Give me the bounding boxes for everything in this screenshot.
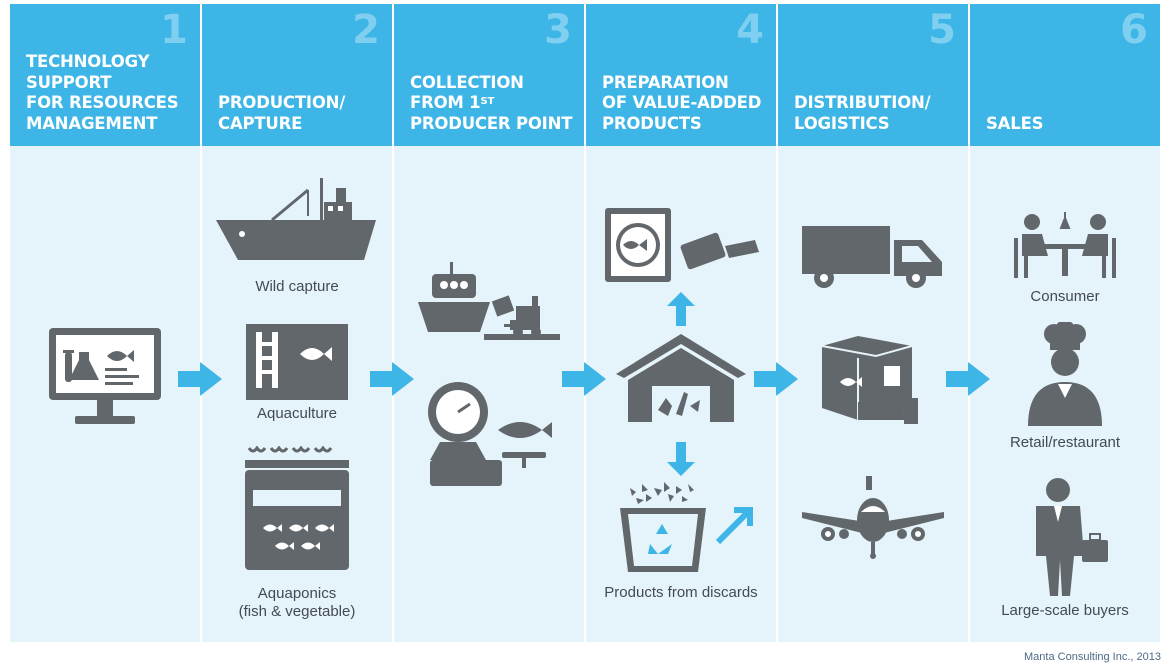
airplane-icon	[778, 476, 968, 560]
weighing-scale-icon	[394, 378, 584, 490]
consumer-label: Consumer	[1030, 288, 1100, 305]
stage-5-column: 5 DISTRIBUTION/ LOGISTICS	[778, 4, 968, 642]
delivery-truck-icon	[778, 220, 968, 292]
aquaponics-sublabel: (fish & vegetable)	[238, 603, 356, 620]
stage-1-number: 1	[160, 7, 188, 53]
arrow-down-icon	[586, 442, 776, 476]
stage-6-title: SALES	[986, 113, 1044, 133]
stage-3-header: 3 COLLECTION FROM 1ST PRODUCER POINT	[394, 4, 584, 146]
flow-arrow-4	[754, 362, 798, 396]
flow-arrow-1	[178, 362, 222, 396]
business-buyer-icon	[970, 476, 1160, 598]
fishing-ship-icon	[202, 176, 392, 268]
packaged-products-icon	[586, 202, 776, 286]
boat-and-forklift-icon	[394, 258, 584, 350]
aquaponics-label: Aquaponics	[257, 585, 337, 602]
stage-2-title: PRODUCTION/ CAPTURE	[218, 93, 346, 133]
stage-2-header: 2 PRODUCTION/ CAPTURE	[202, 4, 392, 146]
stage-3-column: 3 COLLECTION FROM 1ST PRODUCER POINT	[394, 4, 584, 642]
large-scale-buyers-label: Large-scale buyers	[1001, 602, 1129, 619]
value-chain-diagram: 1 TECHNOLOGY SUPPORT FOR RESOURCES MANAG…	[10, 4, 1161, 642]
stage-2-column: 2 PRODUCTION/ CAPTURE W	[202, 4, 392, 642]
stage-5-number: 5	[928, 7, 956, 53]
stage-5-header: 5 DISTRIBUTION/ LOGISTICS	[778, 4, 968, 146]
wild-capture-label: Wild capture	[255, 278, 339, 295]
stage-4-header: 4 PREPARATION OF VALUE-ADDED PRODUCTS	[586, 4, 776, 146]
chef-icon	[970, 322, 1160, 428]
package-box-icon	[778, 336, 968, 428]
aquaculture-tank-icon	[202, 322, 392, 404]
stage-1-title: TECHNOLOGY SUPPORT FOR RESOURCES MANAGEM…	[26, 52, 179, 133]
stage-4-column: 4 PREPARATION OF VALUE-ADDED PRODUCTS	[586, 4, 776, 642]
stage-4-number: 4	[736, 7, 764, 53]
recycle-bin-icon	[586, 482, 776, 574]
products-from-discards-label: Products from discards	[604, 584, 758, 601]
consumer-dining-icon	[970, 208, 1160, 280]
stage-4-title: PREPARATION OF VALUE-ADDED PRODUCTS	[602, 72, 762, 133]
stage-6-header: 6 SALES	[970, 4, 1160, 146]
aquaponics-tank-icon	[202, 446, 392, 576]
computer-monitor-icon	[10, 322, 200, 434]
flow-arrow-3	[562, 362, 606, 396]
stage-1-header: 1 TECHNOLOGY SUPPORT FOR RESOURCES MANAG…	[10, 4, 200, 146]
stage-3-title-superscript: ST	[480, 96, 495, 107]
retail-restaurant-label: Retail/restaurant	[1009, 434, 1121, 451]
stage-1-column: 1 TECHNOLOGY SUPPORT FOR RESOURCES MANAG…	[10, 4, 200, 642]
arrow-up-icon	[586, 292, 776, 326]
stage-6-number: 6	[1120, 7, 1148, 53]
stage-3-number: 3	[544, 7, 572, 53]
flow-arrow-5	[946, 362, 990, 396]
stage-5-title: DISTRIBUTION/ LOGISTICS	[794, 93, 931, 133]
stage-6-column: 6 SALES C	[970, 4, 1160, 642]
stage-2-number: 2	[352, 7, 380, 53]
stage-3-title: COLLECTION FROM 1ST PRODUCER POINT	[410, 72, 573, 133]
credit-text: Manta Consulting Inc., 2013	[1024, 651, 1161, 663]
aquaculture-label: Aquaculture	[256, 405, 338, 422]
flow-arrow-2	[370, 362, 414, 396]
processing-plant-icon	[586, 334, 776, 426]
